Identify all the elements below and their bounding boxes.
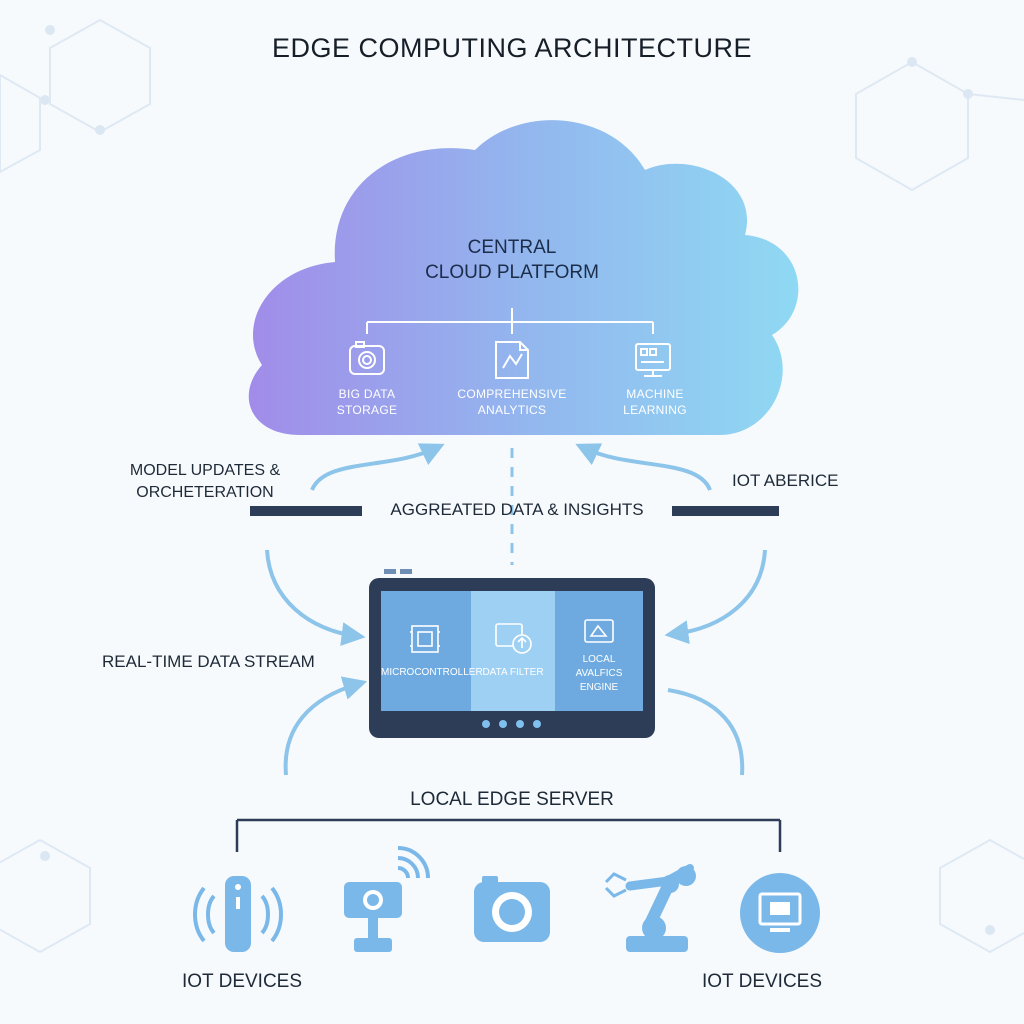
monitor-icon — [740, 873, 820, 953]
robot-arm-icon — [604, 864, 696, 952]
local-edge-bracket — [235, 818, 782, 852]
arrow-right-lower — [667, 688, 745, 776]
iot-devices-label-right: IOT DEVICES — [702, 971, 823, 992]
diagram-title: EDGE COMPUTING ARCHITECTURE — [271, 33, 753, 63]
aggregated-data-label: AGGREATED DATA & INSIGHTS — [390, 500, 644, 519]
cloud-title-line1: CENTRAL — [467, 237, 557, 258]
iot-aberice-label: IOT ABERICE — [732, 471, 839, 490]
cloud-title-line2: CLOUD PLATFORM — [425, 262, 599, 283]
microcontroller-icon — [410, 625, 440, 653]
cloud-shape — [248, 120, 799, 435]
arrow-left-lower — [283, 676, 368, 776]
local-edge-server-label: LOCAL EDGE SERVER — [410, 789, 614, 810]
realtime-stream-label: REAL-TIME DATA STREAM — [102, 652, 315, 671]
remote-sensor-icon — [193, 876, 283, 952]
data-filter-icon — [495, 623, 532, 654]
panel-label-microcontroller: MICROCONTROLLER — [381, 667, 483, 678]
arrow-iot-aberice — [575, 443, 712, 491]
model-updates-label: MODEL UPDATES & ORCHETERATION — [129, 462, 281, 501]
analytics-engine-icon — [584, 619, 614, 643]
panel-label-data-filter: DATA FILTER — [482, 667, 544, 678]
service-label-big-data: BIG DATA STORAGE — [336, 387, 398, 417]
service-label-machine-learning: MACHINE LEARNING — [623, 387, 687, 417]
wifi-camera-icon — [344, 846, 430, 952]
arrow-model-updates — [310, 443, 445, 491]
arrow-left-upper — [265, 549, 366, 647]
iot-devices-label-left: IOT DEVICES — [182, 971, 303, 992]
service-label-analytics: COMPREHENSIVE ANALYTICS — [457, 387, 567, 417]
cloud-service-bracket — [366, 308, 654, 334]
aggregated-bar-left — [250, 506, 362, 516]
arrow-right-upper — [664, 549, 767, 645]
panel-label-analytics-engine: LOCAL AVALFICS ENGINE — [575, 654, 623, 693]
monitor-ml-icon — [635, 343, 671, 377]
analytics-document-icon — [495, 341, 529, 379]
camera-icon — [349, 341, 385, 375]
aggregated-bar-right — [672, 506, 779, 516]
camera-icon — [474, 876, 550, 942]
